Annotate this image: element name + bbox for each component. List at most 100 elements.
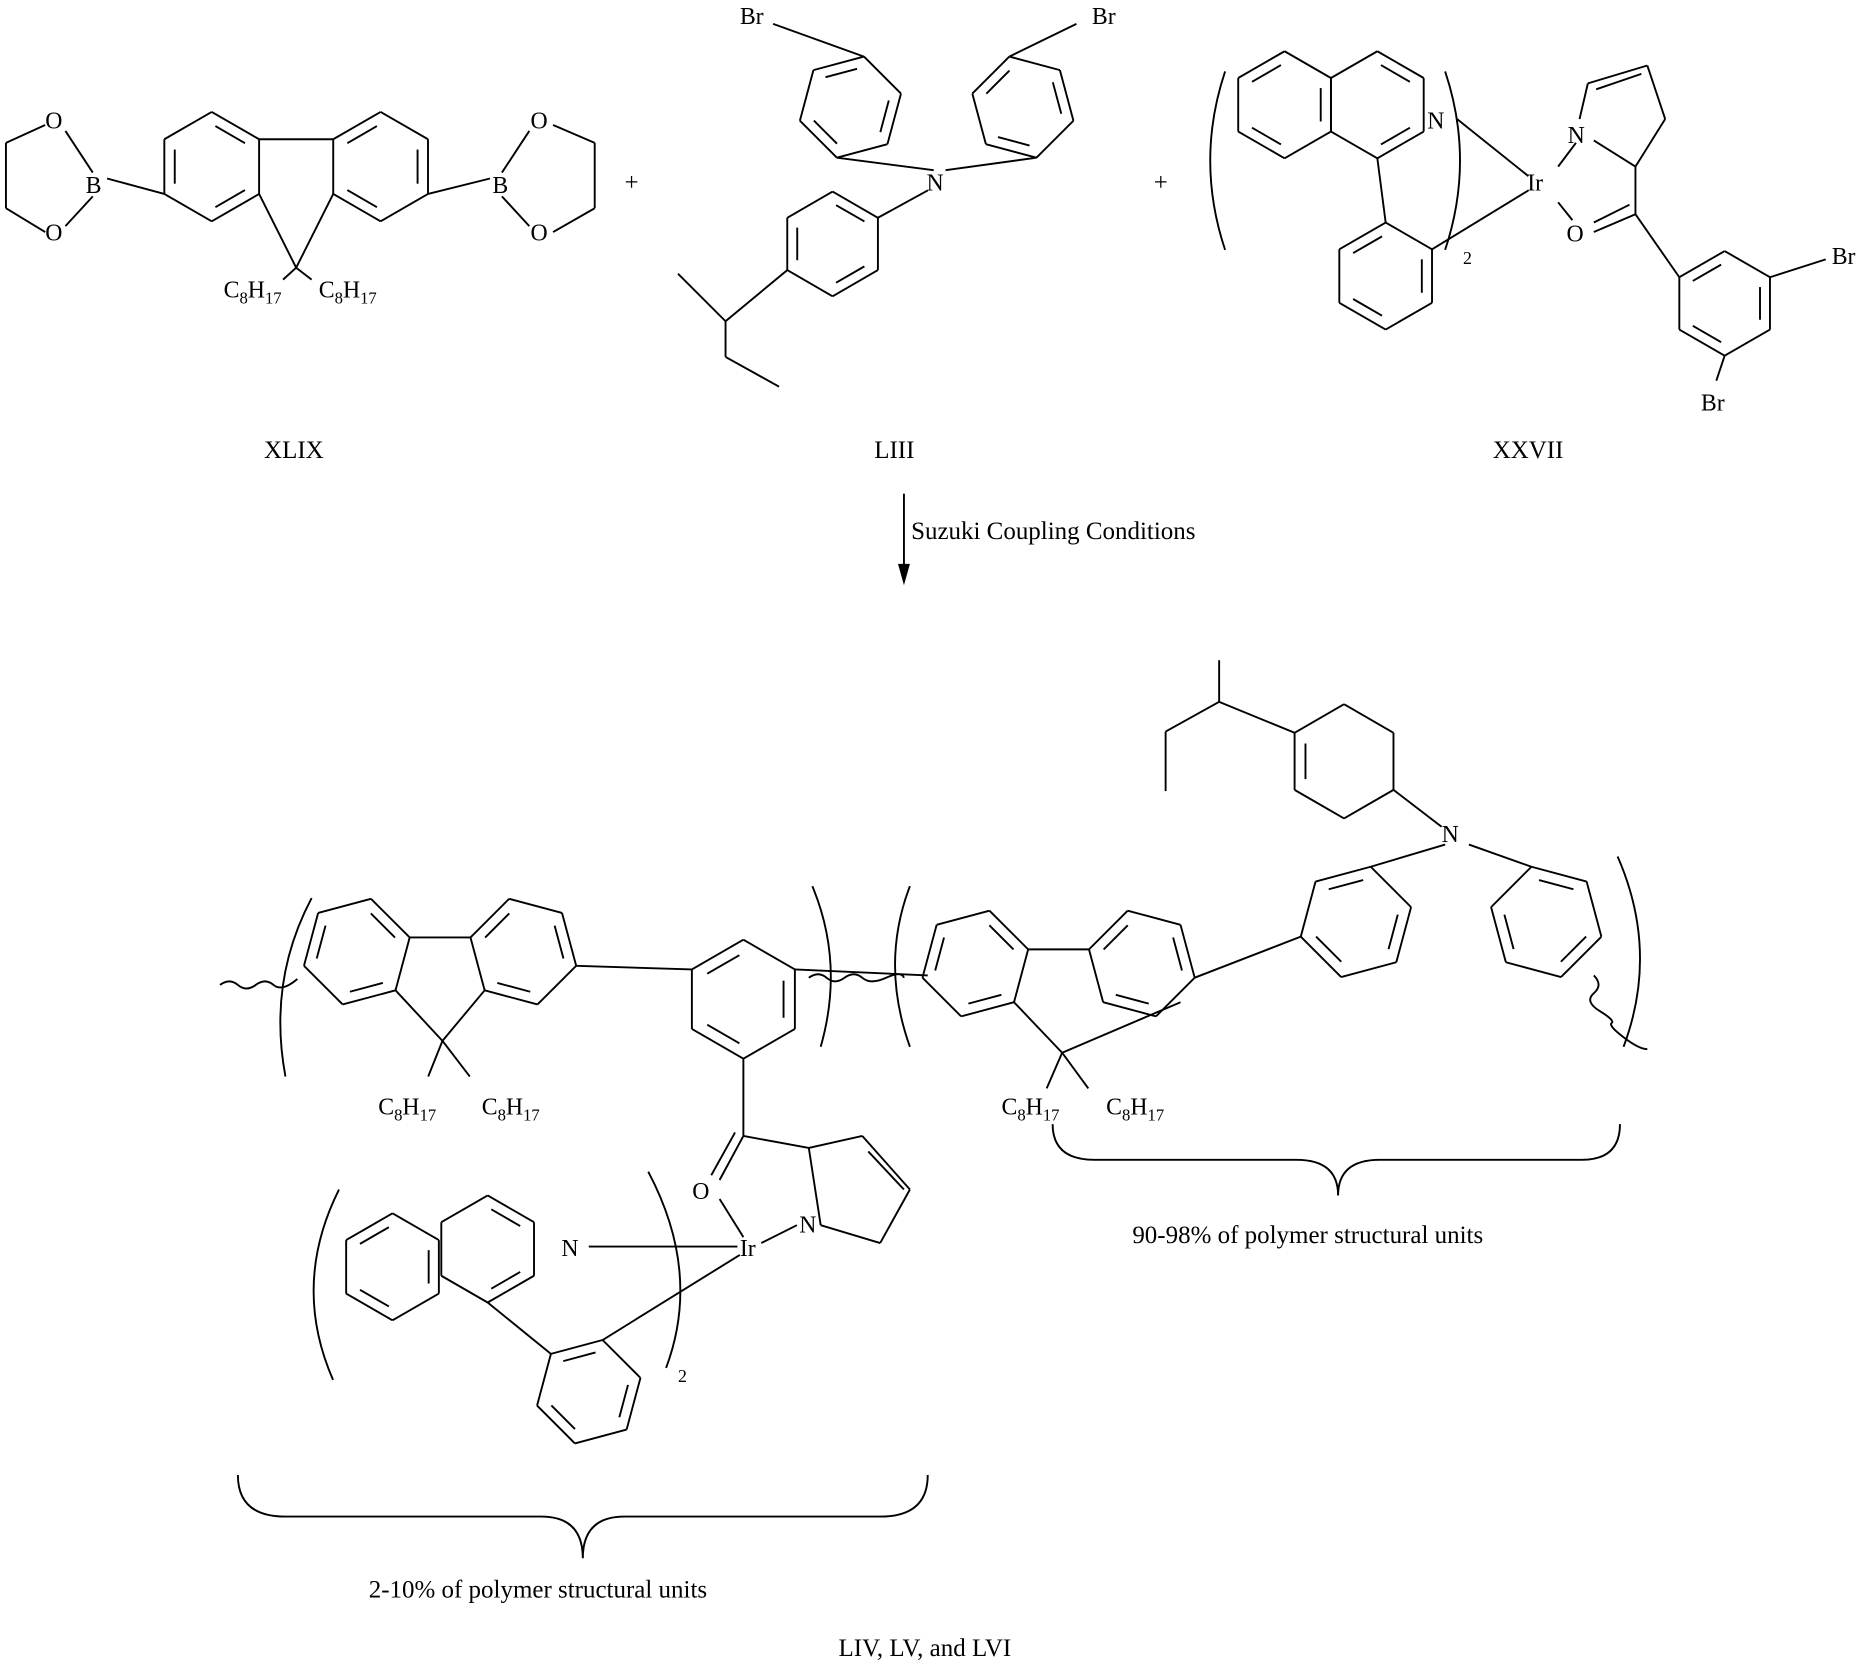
ring-bond (1331, 51, 1377, 78)
bond (296, 268, 311, 280)
double-bond (1329, 880, 1363, 889)
alkyl-label: C8H17 (482, 1095, 540, 1125)
ring-bond (1344, 704, 1393, 733)
double-bond (317, 926, 326, 959)
compound-id-xxvii: XXVII (1493, 437, 1564, 464)
ring-bond (1725, 251, 1770, 277)
ring-bond (1371, 867, 1411, 907)
double-bond (1539, 880, 1573, 889)
bond (837, 158, 934, 170)
bond (1594, 214, 1636, 232)
atom-br: Br (1701, 390, 1725, 416)
paren (1210, 71, 1225, 249)
plus-sign: + (1154, 169, 1168, 196)
double-bond (814, 121, 837, 144)
bond (1635, 119, 1665, 167)
double-bond (998, 137, 1030, 145)
bond (1770, 259, 1826, 277)
ring-bond (396, 937, 410, 990)
bond (1596, 74, 1641, 89)
bond (1469, 845, 1532, 867)
atom-br: Br (1092, 4, 1116, 30)
bond (296, 194, 333, 268)
atom-n: N (561, 1236, 578, 1262)
bond (1047, 1053, 1062, 1089)
bond (1432, 190, 1528, 249)
ring-bond (603, 1340, 641, 1378)
bond (773, 24, 864, 57)
ring-bond (937, 911, 990, 925)
atom-o: O (530, 109, 547, 135)
brace-right (1053, 1124, 1620, 1195)
double-bond (563, 1352, 595, 1361)
bond (1062, 1053, 1088, 1089)
paren (314, 1190, 339, 1380)
ring-bond (1344, 790, 1393, 819)
bond (442, 990, 484, 1041)
bond (880, 1190, 910, 1244)
ring-bond (1377, 132, 1423, 159)
atom-n: N (927, 170, 944, 196)
ring-bond (833, 192, 878, 218)
ring-bond (1238, 51, 1284, 78)
ring-bond (441, 1276, 487, 1303)
atom-b: B (86, 173, 102, 199)
ring-bond (1128, 911, 1181, 925)
bond (502, 131, 529, 173)
bond (6, 125, 45, 143)
ring-bond (800, 70, 814, 121)
bond (1580, 83, 1588, 119)
wavy-bond (220, 979, 297, 989)
ring-bond (164, 194, 211, 221)
bond (743, 1136, 808, 1148)
atom-ir: Ir (740, 1236, 756, 1262)
ring-bond (393, 1213, 439, 1240)
paren (1445, 71, 1460, 249)
bond (576, 966, 692, 970)
bond (1009, 24, 1076, 57)
ring-bond (381, 112, 428, 139)
ring-bond (1386, 223, 1432, 250)
atom-b: B (492, 173, 508, 199)
ring-bond (575, 1430, 627, 1444)
right-brace-label: 90-98% of polymer structural units (1132, 1222, 1483, 1249)
ring-bond (488, 1195, 534, 1222)
ring-bond (837, 144, 888, 158)
atom-o: O (692, 1179, 709, 1205)
double-bond (968, 995, 1001, 1004)
double-bond (880, 101, 888, 133)
bond (6, 208, 45, 232)
bond (1219, 702, 1294, 733)
bond (259, 194, 296, 268)
ring-bond (1587, 882, 1602, 937)
paren (812, 886, 830, 1047)
ring-bond (1725, 330, 1770, 356)
bond (553, 125, 595, 143)
ring-bond (304, 966, 343, 1005)
ring-bond (833, 270, 878, 296)
ring-bond (1089, 949, 1103, 1002)
ring-bond (470, 937, 484, 990)
ring-bond (537, 1354, 551, 1406)
bond (946, 158, 1037, 170)
double-bond (619, 1385, 628, 1417)
ring-bond (318, 899, 371, 913)
alkyl-label: C8H17 (224, 277, 282, 307)
bond (878, 190, 928, 217)
alkyl-label: C8H17 (378, 1095, 436, 1125)
bond (1716, 356, 1724, 381)
ring-bond (692, 1029, 744, 1059)
compound-id-xlix: XLIX (264, 437, 324, 464)
bond (1377, 158, 1385, 222)
ring-bond (488, 1276, 534, 1303)
bond (761, 1225, 797, 1243)
subscript: 2 (678, 1366, 687, 1386)
double-bond (1389, 915, 1398, 949)
ring-bond (441, 1195, 487, 1222)
bond (1647, 66, 1665, 120)
bond (1166, 702, 1220, 732)
ring-bond (692, 940, 744, 970)
double-bond (1173, 937, 1182, 970)
bond (603, 1255, 740, 1340)
bond (720, 1199, 744, 1237)
